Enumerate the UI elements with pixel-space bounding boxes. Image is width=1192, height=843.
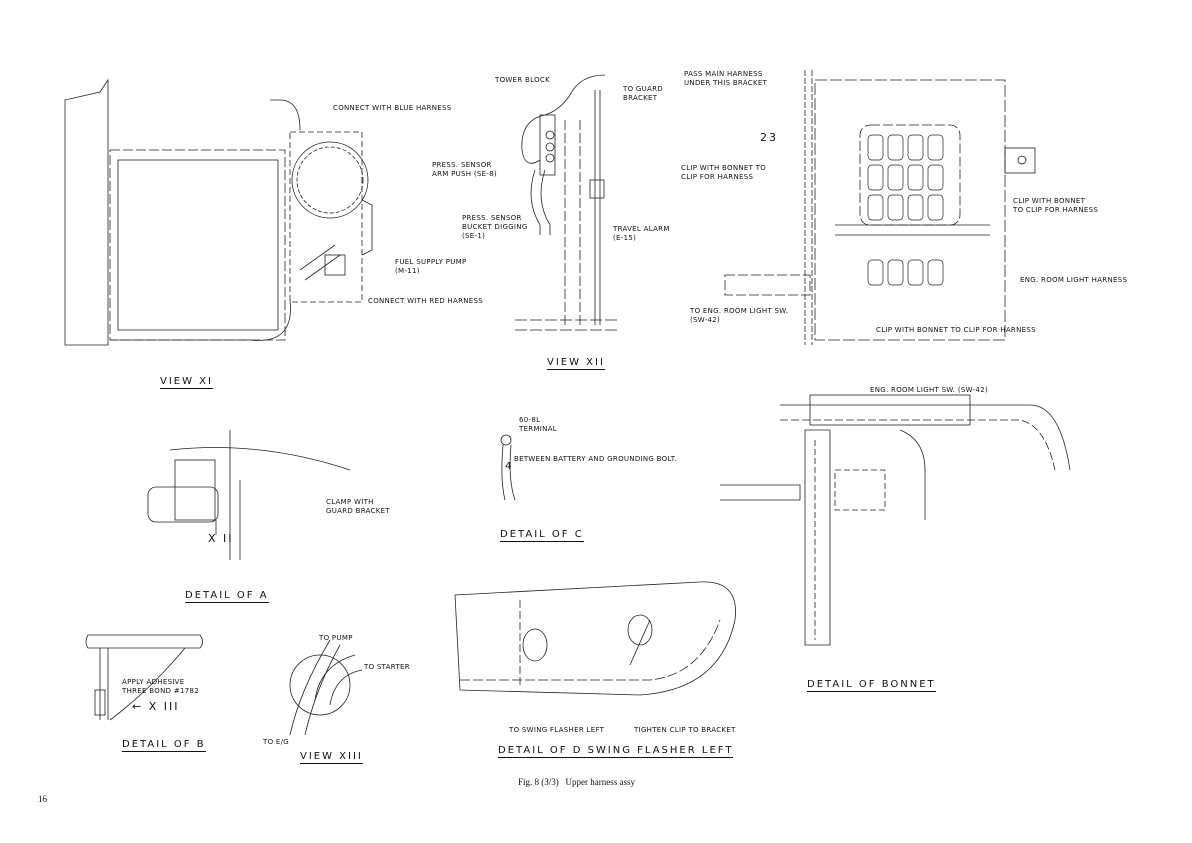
label-to-pump: TO PUMP	[319, 634, 353, 642]
label-pass-main-harness: PASS MAIN HARNESS UNDER THIS BRACKET	[684, 70, 768, 87]
title-detail-c: DETAIL OF C	[500, 529, 584, 542]
label-clip-bonnet-2: CLIP WITH BONNET TO CLIP FOR HARNESS	[1013, 197, 1099, 214]
label-to-eg: TO E/G	[263, 738, 290, 746]
title-view-xii: VIEW XII	[547, 357, 605, 370]
detail-b-drawing	[85, 634, 203, 721]
label-4: 4	[505, 461, 514, 472]
page-number: 16	[38, 794, 47, 804]
label-23: 23	[760, 131, 778, 144]
title-view-xiii: VIEW XIII	[300, 751, 363, 764]
title-view-xi: VIEW XI	[160, 376, 213, 389]
label-tighten-clip: TIGHTEN CLIP TO BRACKET	[634, 726, 736, 734]
label-adhesive: APPLY ADHESIVE THREE BOND #1782	[122, 678, 199, 695]
label-clamp: CLAMP WITH GUARD BRACKET	[326, 498, 390, 515]
title-detail-d: DETAIL OF D SWING FLASHER LEFT	[498, 745, 734, 758]
label-to-eng-room-sw: TO ENG. ROOM LIGHT SW. (SW-42)	[690, 307, 789, 324]
bonnet-top-drawing	[724, 70, 1036, 345]
label-fuel-supply-pump: FUEL SUPPLY PUMP (M-11)	[395, 258, 467, 275]
label-xiii-arrow: ← X III	[132, 700, 180, 713]
label-to-starter: TO STARTER	[364, 663, 410, 671]
view-xi-drawing	[64, 78, 373, 346]
label-to-swing-flasher: TO SWING FLASHER LEFT	[509, 726, 605, 734]
title-detail-bonnet: DETAIL OF BONNET	[807, 679, 936, 692]
label-clip-bonnet-1: CLIP WITH BONNET TO CLIP FOR HARNESS	[681, 164, 767, 181]
detail-a-drawing	[147, 430, 351, 560]
label-xiii-text: X III	[148, 700, 180, 713]
label-connect-red: CONNECT WITH RED HARNESS	[368, 297, 483, 305]
label-connect-blue: CONNECT WITH BLUE HARNESS	[333, 104, 452, 112]
label-travel-alarm: TRAVEL ALARM (E-15)	[613, 225, 670, 242]
label-eng-room-harness: ENG. ROOM LIGHT HARNESS	[1020, 276, 1128, 284]
label-press-sensor-bucket: PRESS. SENSOR BUCKET DIGGING (SE-1)	[462, 214, 528, 240]
label-terminal: 60-8L TERMINAL	[519, 416, 557, 433]
label-battery: BETWEEN BATTERY AND GROUNDING BOLT.	[514, 455, 677, 463]
title-detail-a: DETAIL OF A	[185, 590, 269, 603]
label-xii-arrow: X II	[208, 532, 234, 545]
title-detail-b: DETAIL OF B	[122, 739, 206, 752]
detail-bonnet-drawing	[720, 394, 1071, 646]
view-xii-drawing	[515, 74, 620, 331]
label-press-sensor-arm: PRESS. SENSOR ARM PUSH (SE-8)	[432, 161, 498, 178]
label-tower-block: TOWER BLOCK	[495, 76, 550, 84]
detail-d-drawing	[454, 581, 736, 696]
detail-c-drawing	[500, 434, 516, 501]
label-clip-bonnet-3: CLIP WITH BONNET TO CLIP FOR HARNESS	[876, 326, 1036, 334]
view-xiii-drawing	[289, 639, 363, 736]
label-to-guard-bracket: TO GUARD BRACKET	[623, 85, 664, 102]
label-eng-room-sw: ENG. ROOM LIGHT SW. (SW-42)	[870, 386, 988, 394]
figure-caption: Fig. 8 (3/3) Upper harness assy	[518, 777, 635, 787]
